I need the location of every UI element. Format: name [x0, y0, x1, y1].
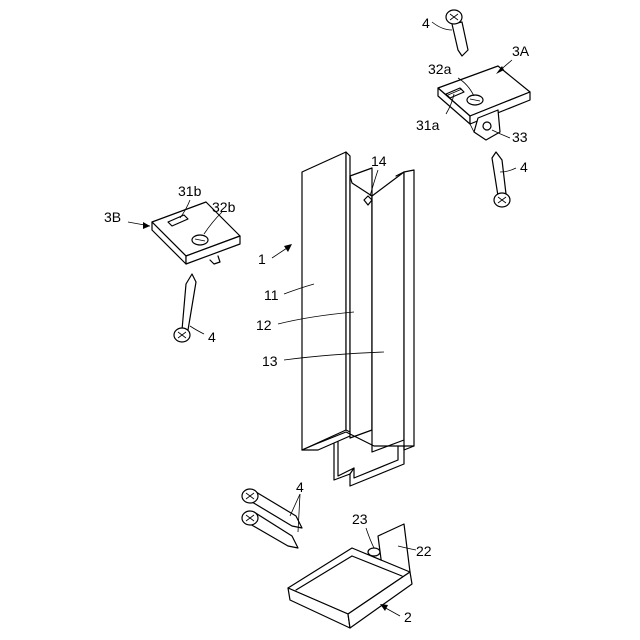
- label-face-12: 12: [256, 317, 272, 333]
- label-screw-left: 4: [208, 329, 216, 345]
- screw-top: [446, 10, 468, 56]
- label-screw-top: 4: [422, 15, 430, 31]
- label-slot-31b: 31b: [178, 183, 202, 199]
- label-screw-right: 4: [520, 159, 528, 175]
- label-face-11: 11: [264, 287, 279, 303]
- label-rail-1: 1: [258, 251, 266, 267]
- label-screws-pair: 4: [296, 479, 304, 495]
- label-hole-32b: 32b: [212, 199, 236, 215]
- label-bracket-3a: 3A: [512, 43, 530, 59]
- label-slot-31a: 31a: [416, 117, 440, 133]
- screw-left: [174, 274, 196, 342]
- label-base-2: 2: [404, 609, 412, 625]
- label-notch-14: 14: [371, 153, 387, 169]
- rail-part: [302, 152, 414, 486]
- label-tab-33: 33: [512, 129, 528, 145]
- label-hole-23: 23: [352, 511, 368, 527]
- label-hole-32a: 32a: [428, 61, 452, 77]
- label-face-13: 13: [262, 353, 278, 369]
- screw-right: [492, 152, 510, 207]
- label-plate-22: 22: [416, 543, 432, 559]
- label-bracket-3b: 3B: [104, 209, 121, 225]
